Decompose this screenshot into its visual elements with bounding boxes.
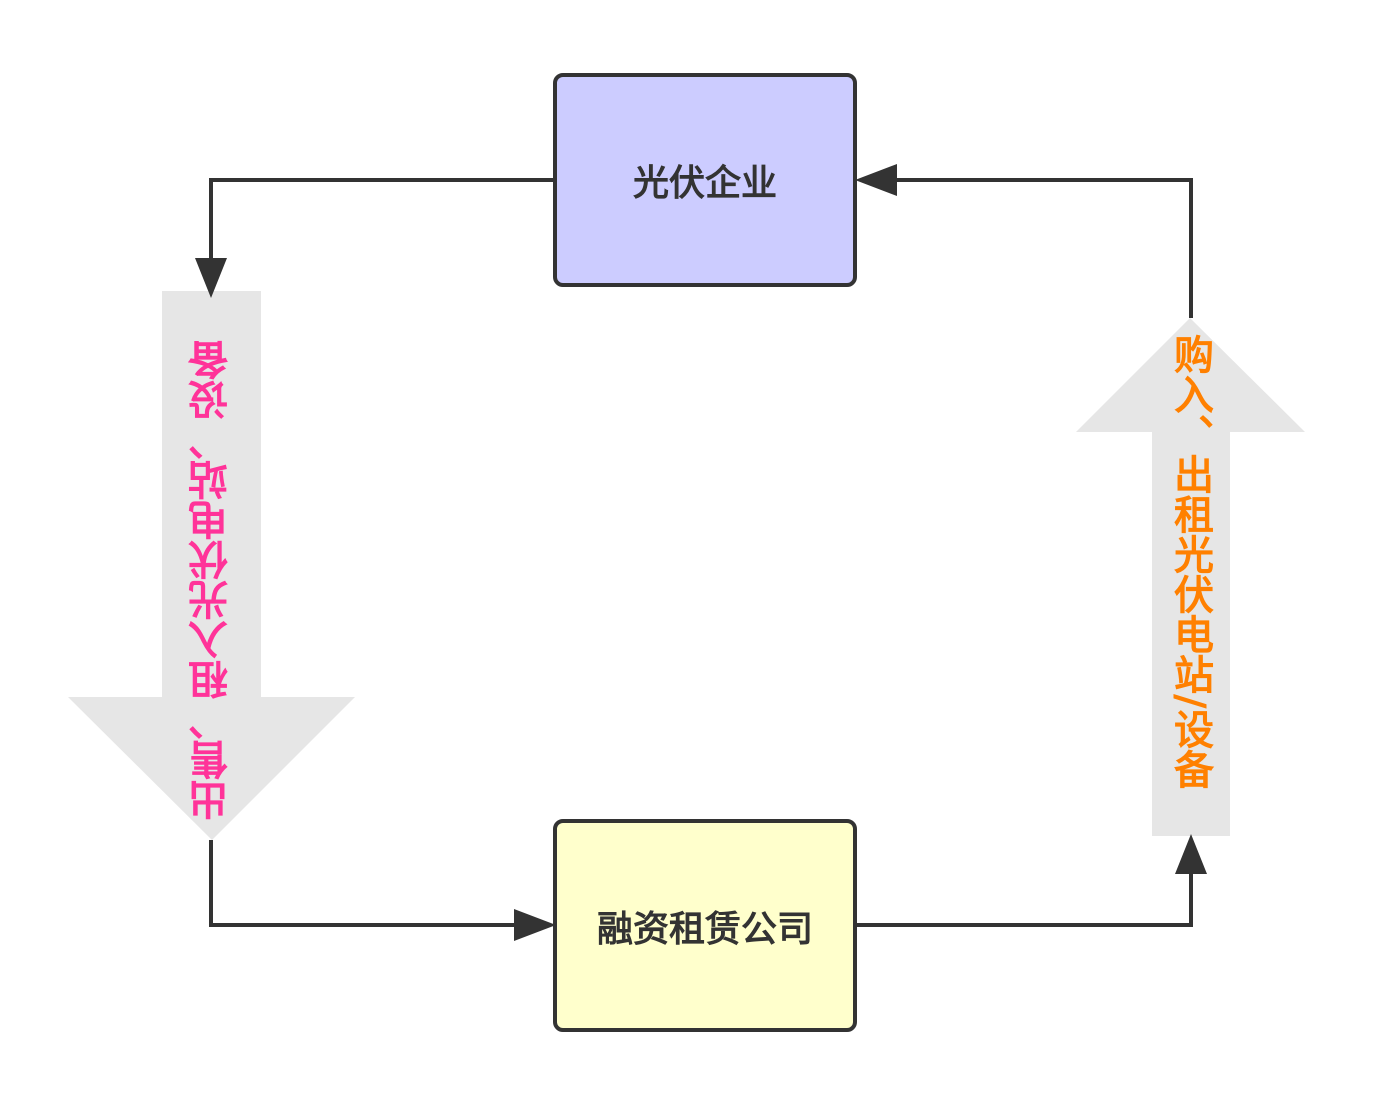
arrowhead-top-left <box>855 164 897 196</box>
node-leasing-company[interactable]: 融资租赁公司 <box>553 819 857 1032</box>
connector-bottom-to-right <box>857 870 1193 927</box>
arrowhead-bottom-right <box>514 909 556 941</box>
connector-top-to-left <box>209 178 553 262</box>
block-arrow-left <box>68 291 355 840</box>
flow-label-right: 购入、出租光伏电站/设备 <box>1167 334 1213 789</box>
flow-label-left: 出售、租入光伏电站、设备 <box>189 340 235 820</box>
block-arrow-right <box>1076 318 1305 836</box>
connector-right-to-top <box>893 178 1193 318</box>
arrowhead-right-up <box>1175 834 1207 874</box>
connector-left-to-bottom <box>209 840 520 927</box>
arrowhead-left-down <box>195 258 227 298</box>
node-pv-enterprise[interactable]: 光伏企业 <box>553 73 857 287</box>
